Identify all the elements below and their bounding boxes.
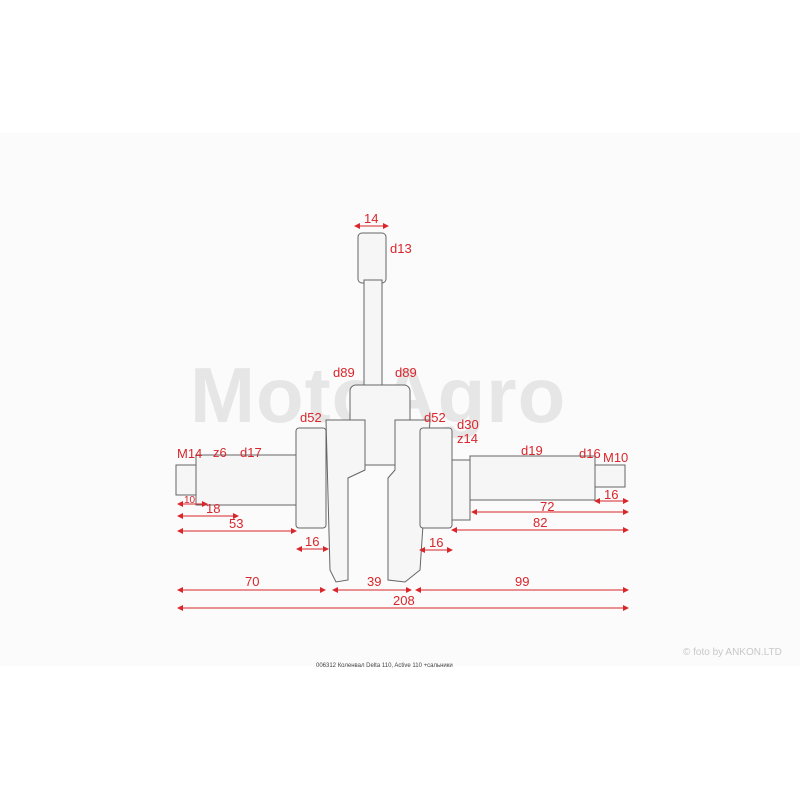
left-spline-label: z6 bbox=[213, 445, 227, 460]
product-caption: 006312 Коленвал Delta 110, Active 110 +с… bbox=[316, 663, 453, 669]
photo-credit: © foto by ANKON.LTD bbox=[683, 647, 782, 658]
rod-width-label: 14 bbox=[364, 211, 379, 226]
dim-left-bearing: 16 bbox=[305, 534, 320, 549]
dim-right-thread: 16 bbox=[604, 487, 619, 502]
dim-right-82: 82 bbox=[533, 515, 548, 530]
bearing-left-label: d52 bbox=[300, 410, 322, 425]
right-shaft-diameter-label: d19 bbox=[521, 443, 543, 458]
bearing-right-label: d52 bbox=[424, 410, 446, 425]
dim-left-total: 70 bbox=[245, 574, 260, 589]
web-diameter-left-label: d89 bbox=[333, 365, 355, 380]
dim-center: 39 bbox=[367, 574, 382, 589]
left-shaft-diameter-label: d17 bbox=[240, 445, 262, 460]
dim-right-total: 99 bbox=[515, 574, 530, 589]
left-thread-label: M14 bbox=[177, 446, 203, 461]
dim-left-53: 53 bbox=[229, 516, 244, 531]
sprocket-diameter-label: d30 bbox=[457, 417, 479, 432]
dim-right-72: 72 bbox=[540, 499, 555, 514]
dim-left-thread: 10 bbox=[184, 495, 196, 506]
right-tip-diameter-label: d16 bbox=[579, 446, 601, 461]
dim-right-bearing: 16 bbox=[429, 535, 444, 550]
dim-left-18: 18 bbox=[206, 501, 221, 516]
right-thread-label: M10 bbox=[603, 450, 629, 465]
sprocket-teeth-label: z14 bbox=[457, 431, 478, 446]
web-diameter-right-label: d89 bbox=[395, 365, 417, 380]
dim-overall: 208 bbox=[393, 593, 415, 608]
small-end-diameter-label: d13 bbox=[390, 241, 412, 256]
